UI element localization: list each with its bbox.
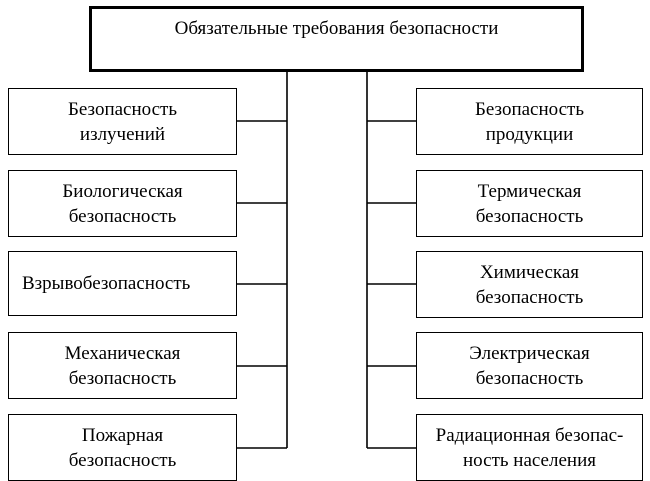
node-label-line-1: Механическая xyxy=(64,342,181,364)
node-label-line-1: Безопасность xyxy=(67,98,178,120)
node-label-line-2: безопасность xyxy=(68,449,177,471)
node-label-line-1: Радиационная безопас- xyxy=(435,424,624,446)
node-chemical-safety: Химическая безопасность xyxy=(416,251,643,318)
node-label-line-1: Химическая xyxy=(479,261,580,283)
node-label-line-1: Биологическая xyxy=(62,180,183,202)
node-label: Пожарная безопасность xyxy=(69,423,177,473)
node-radiation-safety: Безопасность излучений xyxy=(8,88,237,155)
node-label-line-2: безопасность xyxy=(475,286,584,308)
node-label-line-2: излучений xyxy=(79,123,166,145)
node-product-safety: Безопасность продукции xyxy=(416,88,643,155)
node-label-line-2: безопасность xyxy=(475,205,584,227)
node-label-line-2: безопасность xyxy=(68,367,177,389)
node-label-line-1: Безопасность xyxy=(474,98,585,120)
node-label: Безопасность продукции xyxy=(475,97,584,147)
node-label: Электрическая безопасность xyxy=(469,341,589,391)
node-label: Химическая безопасность xyxy=(476,260,584,310)
node-explosion-safety: Взрывобезопасность xyxy=(8,251,237,316)
node-label: Механическая безопасность xyxy=(65,341,181,391)
node-fire-safety: Пожарная безопасность xyxy=(8,414,237,481)
node-label-line-1: Взрывобезопасность xyxy=(22,273,191,294)
node-label-line-2: безопасность xyxy=(68,205,177,227)
node-mechanical-safety: Механическая безопасность xyxy=(8,332,237,399)
root-node-label: Обязательные требования безопасности xyxy=(174,17,499,39)
node-biological-safety: Биологическая безопасность xyxy=(8,170,237,237)
node-label: Биологическая безопасность xyxy=(62,179,182,229)
node-label: Безопасность излучений xyxy=(68,97,177,147)
node-label-line-1: Пожарная xyxy=(81,424,164,446)
node-label-line-1: Электрическая xyxy=(469,342,590,364)
node-label: Термическая безопасность xyxy=(476,179,584,229)
node-label-line-2: продукции xyxy=(485,123,574,145)
node-electrical-safety: Электрическая безопасность xyxy=(416,332,643,399)
root-node: Обязательные требования безопасности xyxy=(89,6,584,72)
node-label-line-1: Термическая xyxy=(477,180,582,202)
node-label: Радиационная безопас- ность населения xyxy=(436,423,624,473)
node-label: Взрывобезопасность xyxy=(22,271,190,296)
node-population-radiation-safety: Радиационная безопас- ность населения xyxy=(416,414,643,481)
node-thermal-safety: Термическая безопасность xyxy=(416,170,643,237)
node-label-line-2: ность населения xyxy=(463,449,596,471)
node-label-line-2: безопасность xyxy=(475,367,584,389)
